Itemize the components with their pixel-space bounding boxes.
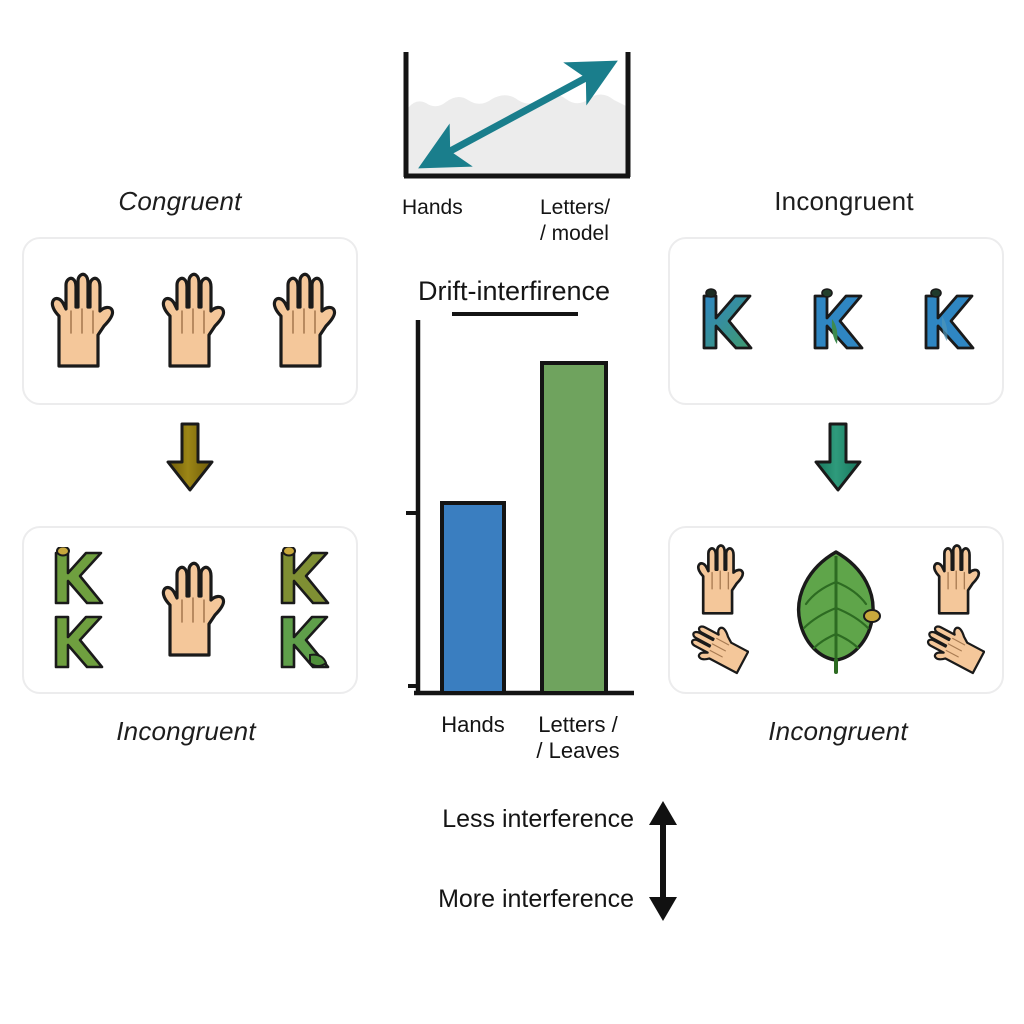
letter-k-blue-icon bbox=[924, 288, 975, 350]
bar-chart-title: Drift-interfirence bbox=[417, 276, 611, 306]
hand-icon bbox=[51, 272, 115, 368]
inset-xlabel-letters-line2: / model bbox=[540, 222, 609, 245]
hand-icon bbox=[161, 272, 226, 368]
bar-xlabel-letters-line1: Letters / bbox=[538, 712, 618, 737]
letter-k-green-icon bbox=[280, 615, 329, 669]
bar-xlabel-hands: Hands bbox=[441, 712, 505, 737]
panel-incongruent-letters-right bbox=[668, 237, 1004, 405]
label-incongruent-topright: Incongruent bbox=[774, 186, 914, 216]
inset-area bbox=[408, 94, 626, 176]
panel-congruent-hands bbox=[22, 237, 358, 405]
hand-icon bbox=[926, 625, 985, 675]
bar-chart: Drift-interfirence Hands Letters / / Lea… bbox=[386, 276, 642, 776]
hand-icon bbox=[161, 561, 226, 657]
hand-pair-group bbox=[923, 543, 985, 677]
label-incongruent-bottomright: Incongruent bbox=[768, 716, 908, 746]
inset-xlabel-hands: Hands bbox=[402, 196, 463, 219]
k-pair-green-group bbox=[46, 547, 108, 673]
bar-chart-svg bbox=[406, 312, 634, 696]
leaf-icon bbox=[797, 550, 881, 674]
k-pair-green-group bbox=[272, 547, 334, 673]
bar-xlabel-letters-line2: / Leaves bbox=[536, 738, 620, 763]
hand-icon bbox=[691, 625, 750, 675]
bar-letters-leaves bbox=[540, 361, 608, 695]
inset-xlabel-letters-line1: Letters/ bbox=[540, 196, 611, 219]
letter-k-green-icon bbox=[280, 547, 329, 605]
letter-k-green-icon bbox=[55, 615, 104, 669]
letter-k-blue-icon bbox=[813, 288, 864, 350]
legend-less-interference: Less interference bbox=[442, 805, 634, 833]
interference-legend: Less interference More interference bbox=[360, 795, 680, 935]
panel-incongruent-letters-left bbox=[22, 526, 358, 694]
hand-icon bbox=[697, 544, 745, 615]
bar-hands bbox=[440, 501, 506, 695]
arrow-down-right bbox=[814, 422, 862, 492]
label-congruent-topleft: Congruent bbox=[118, 186, 242, 216]
legend-more-interference: More interference bbox=[438, 885, 634, 913]
inset-trend-arrow bbox=[418, 60, 618, 169]
double-arrow-vertical bbox=[649, 801, 677, 921]
arrow-down-left bbox=[166, 422, 214, 492]
letter-k-blue-icon bbox=[702, 288, 753, 350]
hand-icon bbox=[272, 272, 336, 368]
inset-chart-svg bbox=[403, 52, 631, 179]
inset-chart: Hands Letters/ / model bbox=[396, 48, 640, 245]
panel-incongruent-hands-leaf bbox=[668, 526, 1004, 694]
label-incongruent-bottomleft: Incongruent bbox=[116, 716, 256, 746]
letter-k-green-icon bbox=[55, 547, 104, 605]
hand-pair-group bbox=[687, 543, 750, 677]
hand-icon bbox=[932, 544, 980, 615]
